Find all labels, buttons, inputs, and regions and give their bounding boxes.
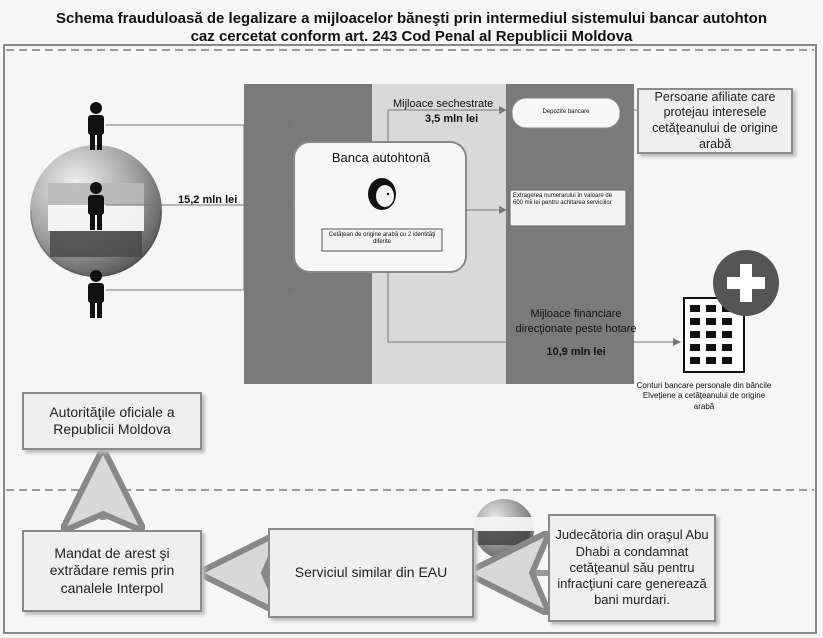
cash-withdrawal-label: Extragerea numerarului în valoare de 600… [513,193,613,207]
seized-label: Mijloace sechestrate [393,98,494,110]
title-line-2: caz cercetat conform art. 243 Cod Penal … [190,28,633,45]
moldova-authorities-box: Autorităţile oficiale a Republicii Moldo… [22,392,202,450]
person-icon [88,102,104,150]
uae-service-box: Serviciul similar din EAU [268,528,474,618]
deposits-box [511,97,621,129]
affiliated-persons-box: Persoane afiliate care protejau interese… [637,88,793,154]
dark-band-right [506,84,634,384]
uae-globe-icon [474,499,534,559]
customer-label: Cetăţean de origine arabă cu 2 identităţ… [328,232,436,246]
abu-dhabi-court-box: Judecătoria din oraşul Abu Dhabi a conda… [548,514,716,622]
abroad-funds-amount: 10,9 mln lei [546,346,606,358]
title-line-1: Schema frauduloasă de legalizare a mijlo… [55,10,768,27]
bank-building-icon [683,297,745,373]
customer-face-icon [368,178,396,210]
interpol-arrest-box: Mandat de arest şi extrădare remis prin … [22,530,202,612]
seized-amount: 3,5 mln lei [425,113,479,125]
person-icon [88,182,104,230]
abroad-funds-label: Mijloace financiare direcţionate peste h… [515,308,637,335]
flag-dark-stripe [50,231,142,257]
customer-label-box [321,228,443,252]
cash-withdrawal-box [509,189,627,227]
outer-frame [3,44,817,634]
amount-in-label: 15,2 mln lei [178,194,238,206]
swiss-cross-icon [713,250,779,316]
deposits-label: Depozite bancare [542,109,590,115]
swiss-accounts-label: Conturi bancare personale din băncile El… [636,381,772,411]
bank-title: Banca autohtonă [331,150,431,165]
person-icon [88,270,104,318]
